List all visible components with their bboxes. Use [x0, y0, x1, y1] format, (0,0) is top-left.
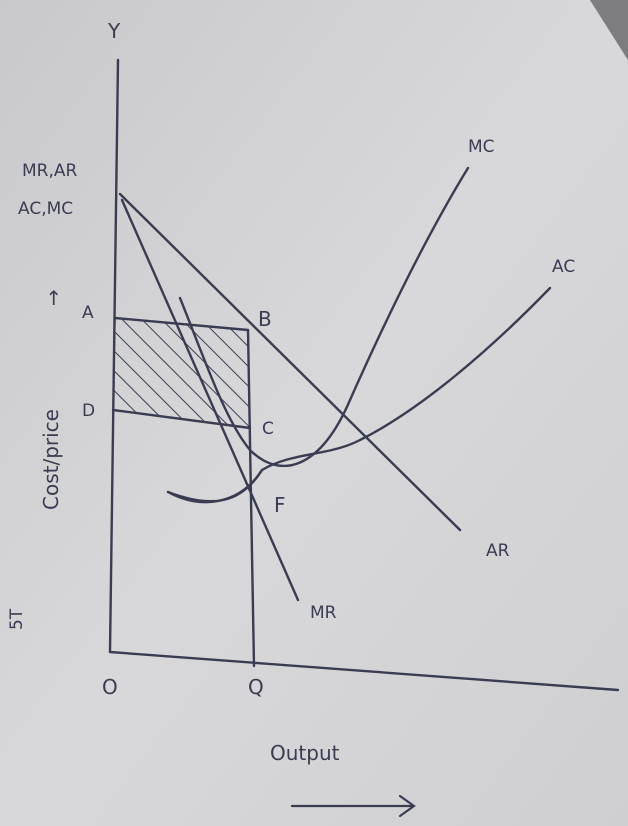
- x-axis-line: [108, 650, 620, 692]
- origin-label: O: [102, 675, 118, 699]
- margin-mark: 5T: [7, 608, 27, 630]
- paper-shadow: [590, 0, 628, 60]
- point-a-label: A: [82, 303, 94, 323]
- mc-label: MC: [468, 137, 495, 157]
- ac-curve-left: [166, 468, 264, 503]
- y-title-line2: AC,MC: [18, 199, 73, 219]
- point-b-label: B: [258, 307, 272, 331]
- mr-label: MR: [310, 603, 337, 623]
- x-arrow-head: [398, 794, 416, 818]
- point-q-label: Q: [248, 675, 264, 699]
- y-side-label: Cost/price: [39, 409, 63, 510]
- y-side-arrow: →: [41, 289, 65, 306]
- profit-area: [112, 317, 251, 429]
- ar-curve: [118, 192, 462, 532]
- point-d-label: D: [82, 401, 95, 421]
- point-c-label: C: [262, 419, 274, 439]
- ac-label: AC: [552, 257, 575, 277]
- point-f-label: F: [274, 493, 286, 517]
- ar-label: AR: [486, 541, 510, 561]
- y-title-line1: MR,AR: [22, 161, 78, 181]
- y-axis-label: Y: [107, 19, 121, 43]
- x-axis-label: Output: [270, 741, 340, 765]
